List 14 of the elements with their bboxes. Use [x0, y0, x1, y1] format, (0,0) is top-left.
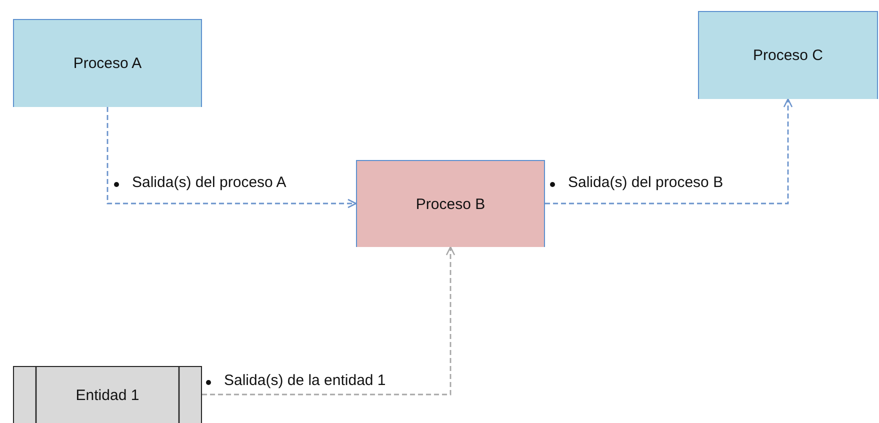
process-box [356, 160, 545, 247]
dashed-arrow [202, 246, 456, 396]
node-label: Proceso A [73, 55, 142, 72]
node-label: Proceso B [416, 196, 486, 212]
node-label: Proceso C [752, 47, 824, 64]
process-box [13, 19, 202, 107]
dashed-arrow [545, 98, 793, 204]
node-label: Entidad 1 [76, 386, 140, 404]
entity-box [13, 366, 202, 423]
edge-label: Salida(s) de la entidad 1 [204, 372, 386, 389]
edge-label: Salida(s) del proceso A [112, 174, 286, 191]
process-box [698, 11, 878, 99]
dashed-arrow [106, 107, 357, 208]
edge-label: Salida(s) del proceso B [548, 174, 724, 191]
